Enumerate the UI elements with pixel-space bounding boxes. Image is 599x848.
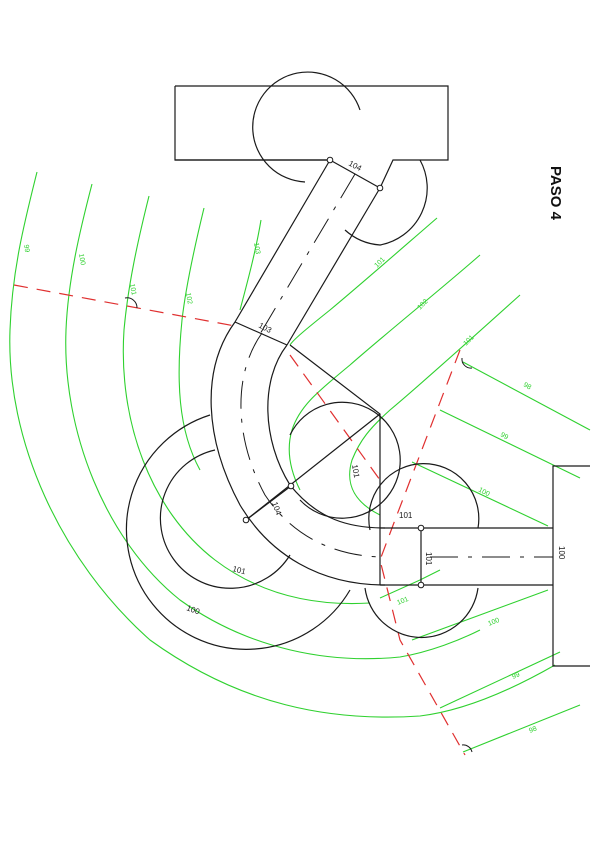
nodes: [242, 156, 425, 589]
contour-98-top: [462, 361, 591, 431]
black-labels: 104 103 104 101 100 101 101 101 100: [185, 159, 566, 617]
node-top-right: [376, 184, 384, 192]
ramp-cross-mid: [234, 321, 288, 346]
contour-103: [239, 219, 262, 311]
top-platform-outline: [174, 86, 330, 161]
contour-102: [178, 207, 205, 471]
contour-label-l102: 102: [184, 292, 193, 305]
contour-100-right: [411, 461, 549, 527]
section-lines: [13, 284, 473, 756]
marker-arc-2: [461, 357, 473, 369]
contour-101: [122, 195, 371, 605]
contour-102-right: [288, 254, 481, 491]
label-junction-mid: 101: [424, 552, 433, 566]
top-circle-left: [252, 71, 361, 183]
marker-arc-3: [461, 744, 473, 753]
green-labels: 99 100 101 102 103 101 102 101 98 99 100…: [22, 242, 538, 735]
contour-label-b99: 99: [511, 671, 521, 680]
label-ramp-low: 104: [270, 501, 283, 517]
marker-arc-1: [124, 297, 138, 309]
label-inner-circle: 101: [231, 564, 247, 576]
ramp-centerline: [259, 173, 356, 335]
circle-right-lower: [364, 587, 479, 638]
page-title: PASO 4: [547, 166, 564, 221]
top-platform: [175, 85, 449, 189]
section-line-upper: [13, 284, 236, 327]
section-line-right: [379, 349, 466, 756]
label-junction-left: 101: [350, 464, 361, 479]
contour-label-r102: 102: [416, 298, 429, 311]
contour-99-bottom: [439, 651, 561, 709]
section-line-diagonal: [289, 354, 381, 481]
circle-101: [159, 449, 291, 589]
contour-101-upper: [289, 217, 438, 346]
contour-label-r101a: 101: [373, 256, 386, 269]
contour-label-l101: 101: [128, 283, 137, 296]
contour-label-b100: 100: [487, 617, 501, 628]
label-outer-circle: 100: [185, 603, 201, 616]
contour-lines: [9, 171, 591, 753]
contour-101-right: [349, 294, 521, 516]
node-curve-right: [287, 482, 295, 490]
node-top-left: [326, 156, 334, 164]
label-bottom-road: 100: [557, 546, 566, 560]
circle-100: [125, 414, 351, 650]
curve-centerline: [240, 332, 386, 558]
contour-label-r98a: 98: [522, 382, 532, 392]
label-junction-top: 101: [399, 511, 413, 520]
ramp-edge-right: [286, 187, 381, 346]
contour-label-r100a: 100: [477, 487, 491, 499]
contour-label-l103: 103: [252, 242, 261, 255]
curve-outer: [210, 321, 386, 586]
contour-label-l99: 99: [22, 244, 30, 253]
circle-right-upper: [368, 463, 480, 531]
road-geometry: [125, 71, 590, 667]
node-road-top: [417, 524, 425, 532]
ramp-edge-left: [234, 159, 331, 323]
contour-label-r99a: 99: [499, 432, 509, 442]
right-platform: [552, 465, 590, 667]
contour-label-b101: 101: [396, 596, 410, 607]
contour-label-l100: 100: [77, 253, 86, 266]
contour-100-bottom: [411, 589, 549, 641]
contour-101-bottom: [379, 569, 441, 599]
top-circle-right: [344, 159, 428, 246]
diag-to-box: [245, 413, 381, 521]
contour-99-right: [439, 409, 581, 479]
contour-98-bottom: [462, 704, 581, 753]
contour-label-b98: 98: [528, 725, 538, 734]
contour-100: [65, 183, 481, 660]
node-road-bottom: [417, 581, 425, 589]
contour-99-outer: [9, 171, 556, 718]
node-curve-left: [242, 516, 250, 524]
circle-junction: [289, 401, 401, 519]
